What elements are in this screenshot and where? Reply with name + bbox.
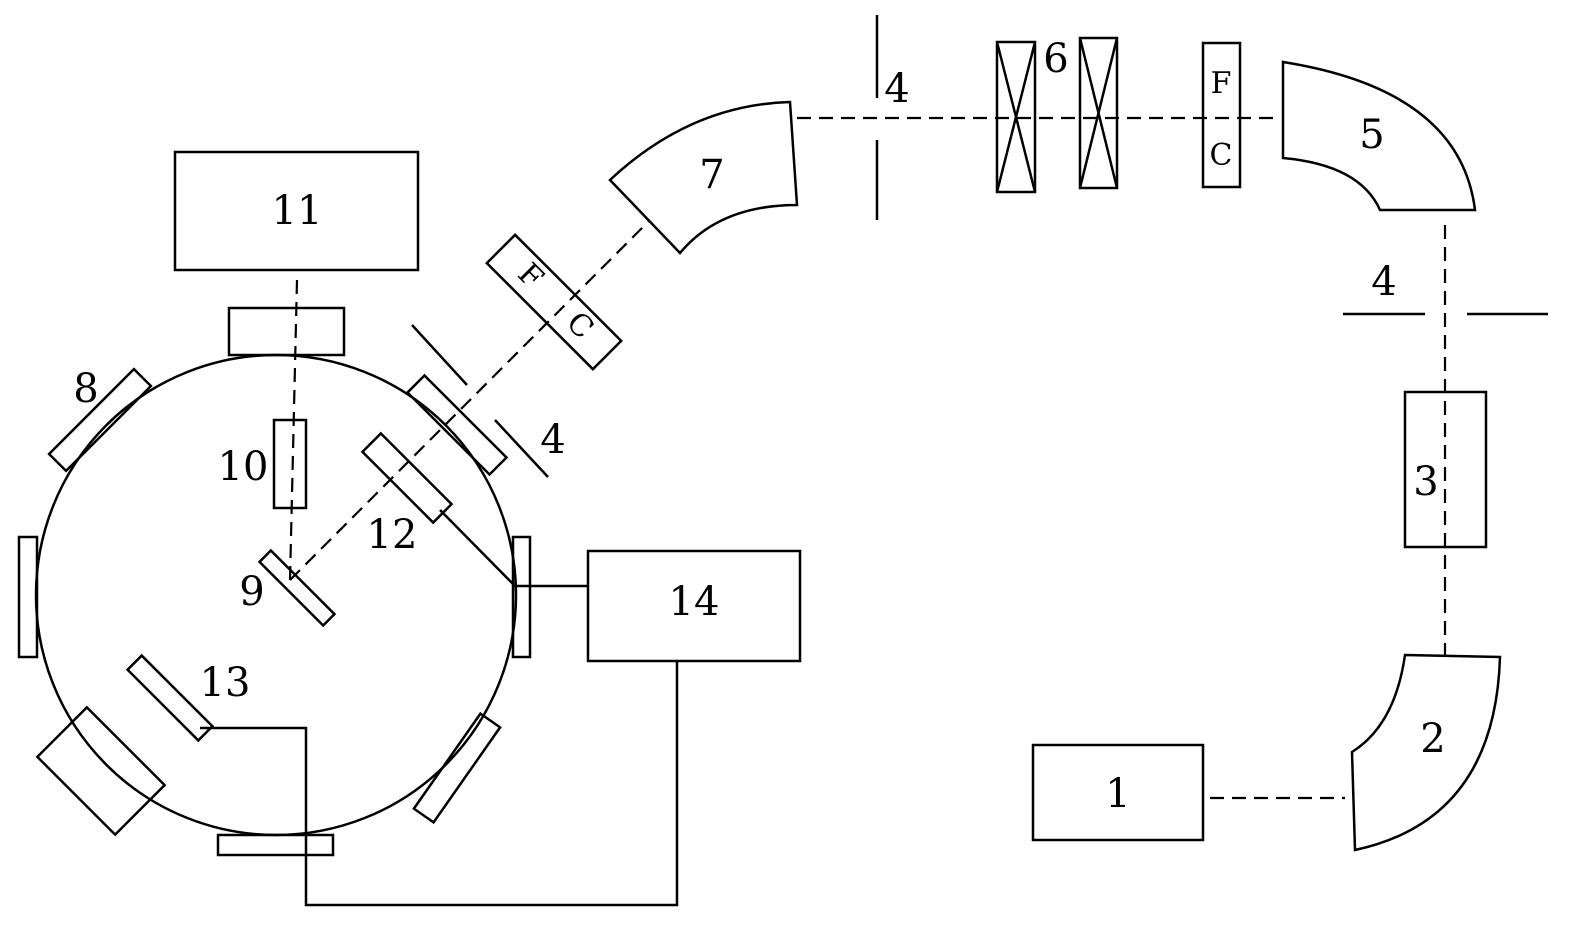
faraday-cup-diagonal: F C bbox=[485, 233, 623, 371]
aperture-4-diag-b bbox=[494, 419, 549, 478]
magnet-2 bbox=[1350, 653, 1502, 852]
label-8: 8 bbox=[73, 366, 98, 412]
label-4-right: 4 bbox=[1371, 259, 1396, 305]
target-9 bbox=[257, 548, 337, 628]
chamber-window bbox=[405, 373, 509, 477]
label-2: 2 bbox=[1420, 716, 1445, 762]
fc-f-label: F bbox=[1211, 66, 1232, 101]
beam-11-9 bbox=[288, 279, 299, 581]
chamber-bottom-left-box bbox=[35, 705, 167, 837]
lens-6a bbox=[995, 40, 1037, 194]
label-14: 14 bbox=[669, 579, 720, 625]
label-9: 9 bbox=[239, 569, 264, 615]
lens-6b bbox=[1078, 36, 1119, 190]
aperture-4-diag-a bbox=[411, 324, 468, 386]
label-10: 10 bbox=[218, 444, 269, 490]
fc-c-label: C bbox=[1210, 138, 1233, 173]
component-8 bbox=[47, 367, 153, 473]
chamber-top-port bbox=[227, 306, 346, 357]
label-3: 3 bbox=[1413, 459, 1438, 505]
chamber-bottom-port bbox=[216, 833, 335, 857]
component-12 bbox=[360, 431, 454, 525]
label-5: 5 bbox=[1359, 112, 1384, 158]
wire-12-14 bbox=[439, 509, 588, 588]
label-13: 13 bbox=[200, 660, 251, 706]
chamber-left-port bbox=[17, 535, 39, 659]
label-12: 12 bbox=[367, 512, 418, 558]
chamber-right-port bbox=[511, 535, 532, 659]
label-11: 11 bbox=[272, 188, 323, 234]
label-7: 7 bbox=[699, 152, 724, 198]
label-6: 6 bbox=[1043, 36, 1068, 82]
faraday-cup-horizontal bbox=[1201, 41, 1242, 189]
box-14 bbox=[586, 549, 802, 663]
label-4-top: 4 bbox=[884, 66, 909, 112]
target-chamber bbox=[34, 353, 518, 837]
label-4-diag: 4 bbox=[540, 417, 565, 463]
chamber-bottom-right-port bbox=[412, 711, 502, 825]
magnet-5 bbox=[1281, 60, 1477, 212]
wire-14-13 bbox=[200, 661, 679, 907]
box-11 bbox=[173, 150, 420, 272]
magnet-7 bbox=[608, 100, 799, 255]
source-box-1 bbox=[1031, 743, 1205, 842]
beam-7-9 bbox=[289, 221, 649, 581]
component-10 bbox=[272, 418, 308, 510]
component-13 bbox=[125, 653, 215, 743]
label-1: 1 bbox=[1105, 771, 1130, 817]
